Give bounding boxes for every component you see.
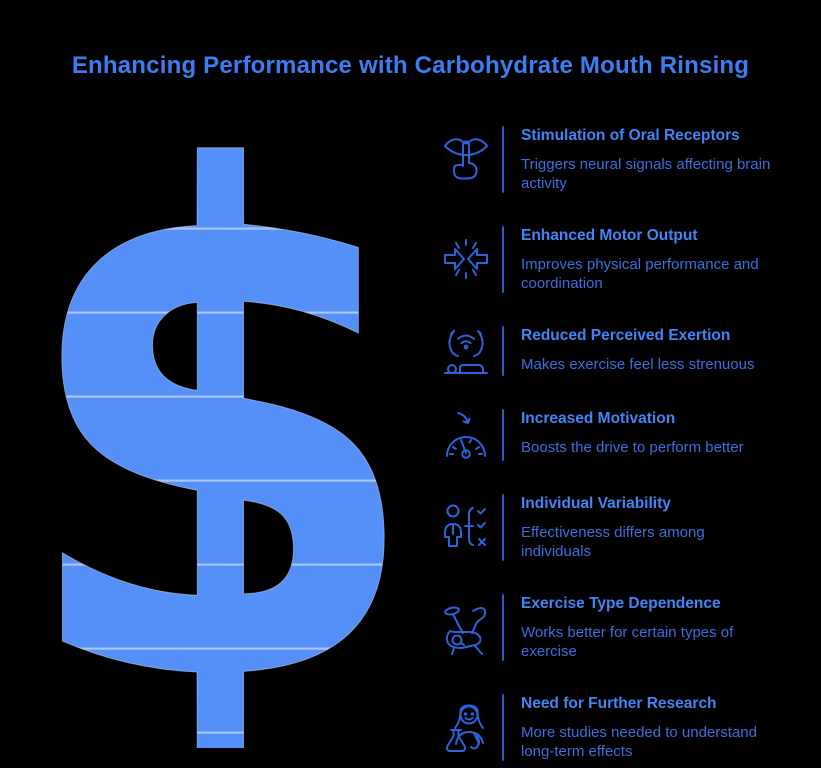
features-list: Stimulation of Oral Receptors Triggers n… [440,126,812,761]
item-description: Effectiveness differs among individuals [521,524,705,560]
mouth-finger-icon [440,126,492,193]
item-title: Need for Further Research [521,695,717,712]
item-divider [502,226,504,293]
item-description: More studies needed to understand long-t… [521,724,757,760]
item-divider [502,409,504,461]
item-description: Makes exercise feel less strenuous [521,356,755,373]
item-title: Enhanced Motor Output [521,227,698,244]
impact-arrows-icon [440,226,492,293]
list-item: Stimulation of Oral Receptors Triggers n… [440,126,812,193]
person-checklist-icon [440,494,492,561]
list-item: Exercise Type Dependence Works better fo… [440,594,812,661]
item-divider [502,326,504,376]
item-description: Improves physical performance and coordi… [521,256,759,292]
list-item: Need for Further Research More studies n… [440,694,812,761]
dollar-sign-graphic: $ [15,33,424,768]
item-description: Triggers neural signals affecting brain … [521,156,771,192]
item-title: Exercise Type Dependence [521,595,721,612]
list-item: Enhanced Motor Output Improves physical … [440,226,812,293]
list-item: Individual Variability Effectiveness dif… [440,494,812,561]
item-divider [502,126,504,193]
exertion-signal-icon [440,326,492,376]
item-description: Boosts the drive to perform better [521,439,744,456]
list-item: Increased Motivation Boosts the drive to… [440,409,812,461]
item-divider [502,594,504,661]
item-title: Reduced Perceived Exertion [521,327,731,344]
scientist-icon [440,694,492,761]
item-title: Individual Variability [521,495,671,512]
item-divider [502,694,504,761]
item-title: Stimulation of Oral Receptors [521,127,740,144]
item-title: Increased Motivation [521,410,676,427]
item-description: Works better for certain types of exerci… [521,624,734,660]
list-item: Reduced Perceived Exertion Makes exercis… [440,326,812,376]
page-title: Enhancing Performance with Carbohydrate … [71,52,750,79]
item-divider [502,494,504,561]
gauge-icon [440,409,492,461]
dollar-sign: $ [15,33,424,768]
exercise-bike-icon [440,594,492,661]
dollar-sign-glyph: $ [24,100,416,748]
